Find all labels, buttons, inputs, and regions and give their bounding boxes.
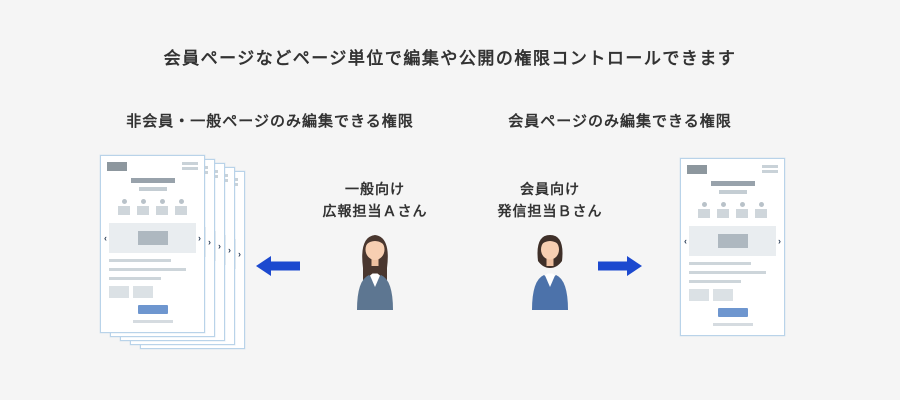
carousel-prev-icon: ‹ [684, 235, 687, 246]
wireframe-button [717, 308, 748, 317]
arrow-right-icon [598, 255, 642, 282]
wireframe-nav-item [717, 202, 729, 218]
wireframe-text-line [689, 271, 767, 274]
wireframe-title-bar [130, 178, 175, 183]
wireframe-thumbnail-row [689, 289, 776, 301]
wireframe-nav-item [755, 202, 767, 218]
right-group-heading: 会員ページのみ編集できる権限 [508, 113, 732, 130]
page-title: 会員ページなどページ単位で編集や公開の権限コントロールできます [163, 49, 737, 68]
wireframe-carousel: ‹ › [681, 226, 784, 256]
wireframe-text-line [689, 262, 751, 265]
wireframe-nav-item [137, 199, 149, 215]
left-group-heading: 非会員・一般ページのみ編集できる権限 [126, 113, 414, 130]
wireframe-footer-line [132, 320, 173, 323]
persona-b: 会員向け 発信担当Ｂさん [480, 178, 620, 310]
persona-b-label-line2: 発信担当Ｂさん [497, 203, 603, 219]
wireframe-text-line [109, 259, 171, 262]
wireframe-carousel-image [689, 226, 776, 256]
wireframe-logo [107, 162, 127, 171]
wireframe-carousel: ‹ › [101, 223, 204, 253]
wireframe-logo [687, 165, 707, 174]
wireframe-page: ‹ › [680, 158, 785, 336]
carousel-next-icon: › [238, 248, 241, 259]
carousel-prev-icon: ‹ [104, 232, 107, 243]
person-a-illustration-icon [357, 235, 393, 310]
wireframe-page: ‹ › [100, 155, 205, 333]
wireframe-nav-item [118, 199, 130, 215]
wireframe-header-lines [182, 162, 198, 172]
carousel-next-icon: › [778, 235, 781, 246]
carousel-next-icon: › [218, 240, 221, 251]
person-b-illustration-icon [532, 235, 568, 310]
wireframe-nav-item [175, 199, 187, 215]
arrow-left-icon [256, 255, 300, 282]
carousel-next-icon: › [198, 232, 201, 243]
wireframe-subtitle-bar [138, 187, 167, 191]
persona-a: 一般向け 広報担当Ａさん [305, 178, 445, 310]
wireframe-header [101, 156, 204, 172]
wireframe-carousel-image [109, 223, 196, 253]
wireframe-header [681, 159, 784, 175]
page-stack-general: ‹ › ‹ › [100, 155, 250, 355]
persona-b-label-line1: 会員向け [520, 181, 580, 197]
carousel-next-icon: › [208, 236, 211, 247]
wireframe-title-bar [710, 181, 755, 186]
wireframe-nav-row [101, 199, 204, 215]
wireframe-text-line [109, 277, 161, 280]
wireframe-thumbnail-row [109, 286, 196, 298]
wireframe-button [137, 305, 168, 314]
wireframe-nav-row [681, 202, 784, 218]
persona-a-label-line2: 広報担当Ａさん [322, 203, 428, 219]
wireframe-text-line [109, 268, 187, 271]
wireframe-text-line [689, 280, 741, 283]
carousel-next-icon: › [228, 244, 231, 255]
wireframe-nav-item [736, 202, 748, 218]
page-single-member: ‹ › [680, 158, 790, 338]
wireframe-header-lines [762, 165, 778, 175]
wireframe-subtitle-bar [718, 190, 747, 194]
wireframe-footer-line [712, 323, 753, 326]
wireframe-nav-item [156, 199, 168, 215]
persona-a-label-line1: 一般向け [345, 181, 405, 197]
wireframe-nav-item [698, 202, 710, 218]
